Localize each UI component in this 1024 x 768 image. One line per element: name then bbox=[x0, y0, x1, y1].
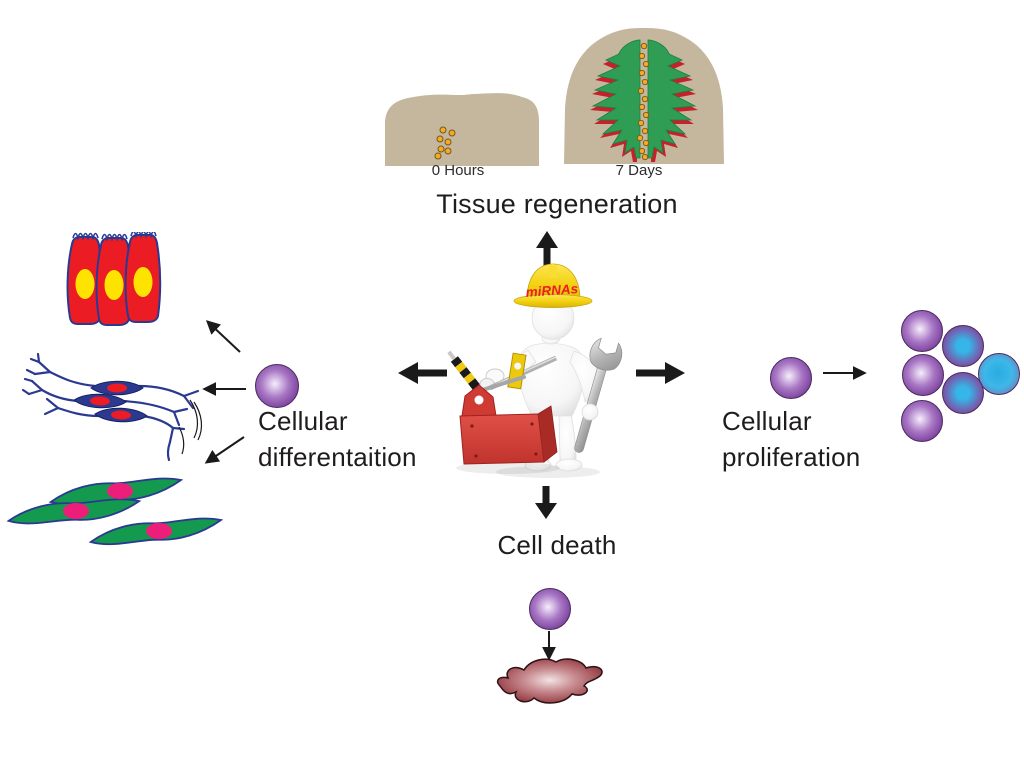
stem-cell-sphere-differentiation bbox=[255, 364, 299, 408]
proliferation-label-line1: Cellular bbox=[722, 406, 812, 436]
dead-cell-splat-icon bbox=[496, 658, 603, 704]
arrow-left-thick bbox=[398, 362, 447, 384]
tissue-mound-0hours-icon bbox=[385, 93, 539, 166]
neuron-somas bbox=[73, 380, 148, 423]
arrow-right-thick bbox=[636, 362, 685, 384]
arrow-thin-down bbox=[542, 631, 556, 661]
arrow-thin-downleft bbox=[204, 436, 245, 464]
screwdriver-icon bbox=[447, 350, 481, 391]
differentiation-label: Cellular differentaition bbox=[258, 403, 417, 475]
toolbox-rivets bbox=[470, 422, 538, 458]
regenerating-fin-right bbox=[647, 39, 698, 162]
proliferated-cell-bluecore-2 bbox=[942, 372, 984, 414]
arrow-thin-upleft bbox=[205, 320, 241, 353]
hard-hat-icon: miRNAs bbox=[513, 263, 593, 308]
blastema-cells-column bbox=[636, 42, 650, 161]
epithelial-cells-icon bbox=[66, 232, 162, 326]
cilia-fringe bbox=[72, 232, 157, 242]
proliferation-label: Cellular proliferation bbox=[722, 403, 860, 475]
cell-death-label: Cell death bbox=[497, 530, 617, 560]
proliferated-cell-purple-2 bbox=[902, 354, 944, 396]
proliferation-label-line2: proliferation bbox=[722, 442, 861, 472]
differentiation-label-line2: differentaition bbox=[258, 442, 417, 472]
time-label-0hours: 0 Hours bbox=[431, 162, 485, 179]
tissue-regeneration-title: Tissue regeneration bbox=[436, 189, 678, 219]
proliferated-cell-bluecore-1 bbox=[942, 325, 984, 367]
fibroblast-nuclei bbox=[63, 483, 172, 539]
toolbox-icon bbox=[447, 350, 560, 474]
arrow-up-thick bbox=[536, 231, 558, 269]
time-label-7days: 7 Days bbox=[615, 162, 663, 179]
proliferated-cell-purple-1 bbox=[901, 310, 943, 352]
proliferated-cell-purple-3 bbox=[901, 400, 943, 442]
differentiation-label-line1: Cellular bbox=[258, 406, 348, 436]
arrow-down-thick bbox=[535, 486, 557, 519]
fibroblast-cells-icon bbox=[6, 472, 224, 550]
stem-cell-sphere-proliferation bbox=[770, 357, 812, 399]
arrow-thin-right bbox=[823, 366, 867, 380]
proliferated-cell-cyan bbox=[978, 353, 1020, 395]
tissue-mound-7days-icon bbox=[564, 28, 724, 164]
regenerating-fin-left bbox=[590, 39, 641, 162]
mirna-hat-label: miRNAs bbox=[525, 281, 579, 300]
stem-cell-sphere-death bbox=[529, 588, 571, 630]
figure-right-hand bbox=[581, 403, 599, 421]
neurons-icon bbox=[22, 352, 203, 462]
epithelial-nuclei bbox=[75, 267, 153, 300]
mirna-worker-figure: miRNAs bbox=[447, 263, 623, 478]
arrow-thin-left bbox=[202, 382, 246, 396]
